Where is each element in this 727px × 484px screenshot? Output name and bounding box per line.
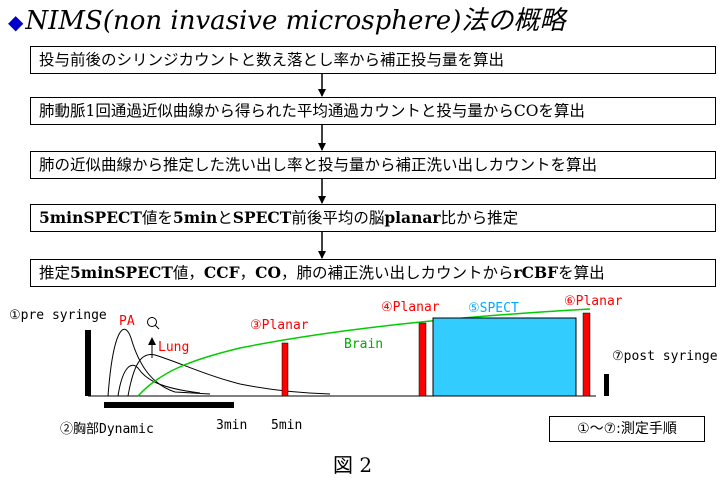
chest-dynamic-label: ②胸部Dynamic <box>60 422 154 437</box>
planar-6-label: ⑥Planar <box>564 294 623 309</box>
planar-3-label: ③Planar <box>250 318 309 333</box>
step-1-text: 投与前後のシリンジカウントと数え落とし率から補正投与量を算出 <box>39 51 505 69</box>
chest-dynamic-bar <box>104 402 234 408</box>
lung-label: Lung <box>158 340 190 355</box>
planar-marker-4 <box>418 322 427 397</box>
planar-4-label: ④Planar <box>381 300 440 315</box>
planar-marker-6 <box>582 312 591 397</box>
step-5-text-1: 推定 <box>39 264 71 282</box>
step-2-text: 肺動脈1回通過近似曲線から得られた平均通過カウントと投与量からCOを算出 <box>39 102 585 120</box>
planar-marker-3 <box>281 342 289 397</box>
step-5-text-5: を算出 <box>558 264 605 282</box>
step-4-text-2: と <box>217 209 233 227</box>
step-5-bold-1: 5minSPECT <box>70 263 173 282</box>
step-4-text-4: 比から推定 <box>440 209 519 227</box>
step-box-4: 5minSPECT値を5minとSPECT前後平均の脳planar比から推定 <box>30 204 716 232</box>
post-syringe-label: ⑦post syringe <box>612 349 718 364</box>
title-text: NIMS(non invasive microsphere)法の概略 <box>25 6 566 36</box>
post-syringe-bar <box>604 374 609 396</box>
step-5-text-2: 値， <box>172 264 204 282</box>
step-5-text-3: ， <box>239 264 256 282</box>
brain-curve <box>137 308 591 397</box>
step-4-bold-4: planar <box>384 208 441 227</box>
figure-label: 図 2 <box>333 453 373 477</box>
spect-5-label: ⑤SPECT <box>468 301 519 316</box>
pa-peak-circle-icon <box>147 317 157 327</box>
step-4-text-1: 値を <box>141 209 173 227</box>
pa-label: PA <box>119 314 135 329</box>
step-5-bold-3: CO <box>255 263 281 282</box>
pa-peak-tail <box>154 324 160 330</box>
step-box-3: 肺の近似曲線から推定した洗い出し率と投与量から補正洗い出しカウントを算出 <box>30 151 716 179</box>
time-5min-label: 5min <box>271 418 303 433</box>
step-4-bold-1: 5minSPECT <box>39 208 142 227</box>
step-4-text-3: 前後平均の脳 <box>291 209 385 227</box>
step-5-bold-2: CCF <box>203 263 240 282</box>
page-title: ◆NIMS(non invasive microsphere)法の概略 <box>8 2 565 40</box>
spect-block <box>432 317 577 397</box>
pa-curve-2 <box>117 364 201 397</box>
step-5-bold-4: rCBF <box>513 263 559 282</box>
step-4-bold-3: SPECT <box>232 208 292 227</box>
step-5-text-4: ，肺の補正洗い出しカウントから <box>280 264 514 282</box>
measurement-procedure-legend: ①～⑦:測定手順 <box>549 416 705 442</box>
step-box-5: 推定5minSPECT値，CCF，CO，肺の補正洗い出しカウントからrCBFを算… <box>30 259 716 287</box>
step-3-text: 肺の近似曲線から推定した洗い出し率と投与量から補正洗い出しカウントを算出 <box>39 156 598 174</box>
step-4-bold-2: 5min <box>172 208 218 227</box>
time-3min-label: 3min <box>216 418 248 433</box>
brain-label: Brain <box>344 337 384 352</box>
pre-syringe-bar <box>85 330 91 396</box>
diamond-bullet-icon: ◆ <box>8 10 24 34</box>
pre-syringe-label: ①pre syringe <box>9 308 107 323</box>
lung-curve <box>127 354 331 397</box>
step-box-1: 投与前後のシリンジカウントと数え落とし率から補正投与量を算出 <box>30 46 716 74</box>
step-box-2: 肺動脈1回通過近似曲線から得られた平均通過カウントと投与量からCOを算出 <box>30 97 716 125</box>
